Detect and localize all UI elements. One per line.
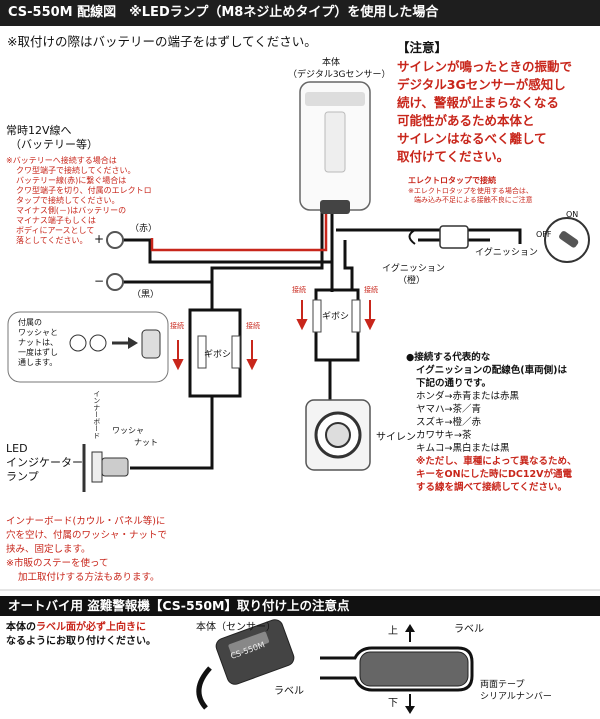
mount-note: インナーボード(カウル・パネル等)に bbox=[6, 516, 166, 527]
plus-terminal-icon bbox=[106, 231, 124, 249]
power-note: ※バッテリーへ接続する場合はクワ型端子で接続してください。バッテリー線(赤)に繋… bbox=[6, 156, 152, 245]
red-wire-label: （赤） bbox=[130, 224, 158, 234]
gibosi-left-label: ギボシ bbox=[204, 350, 232, 360]
color-list-warning: ※ただし、車種によって異なるため、 bbox=[416, 456, 577, 467]
washer-inset bbox=[7, 311, 169, 383]
header-title: CS-550M 配線図 ※LEDランプ（M8ネジ止めタイプ）を使用した場合 bbox=[8, 5, 439, 20]
bottom-unit-label: 本体（センサー） bbox=[196, 622, 276, 633]
power-sublabel: （バッテリー等） bbox=[10, 138, 98, 151]
up-label: 上 bbox=[388, 626, 398, 637]
bottom-label-right: ラベル bbox=[454, 624, 484, 635]
minus-terminal-icon bbox=[106, 273, 124, 291]
inner-board-label: インナーボード bbox=[92, 390, 101, 439]
led-title: ランプ bbox=[6, 470, 39, 483]
header-bar: CS-550M 配線図 ※LEDランプ（M8ネジ止めタイプ）を使用した場合 bbox=[0, 0, 600, 26]
gibosi-left-connectors bbox=[188, 308, 242, 398]
electrotap-title: エレクトロタップで接続 bbox=[408, 176, 496, 185]
caution-line: サイレンが鳴ったときの振動で bbox=[397, 59, 573, 74]
mount-note: 加工取付けする方法もあります。 bbox=[18, 572, 160, 583]
ignition-label: イグニッション bbox=[475, 248, 538, 258]
ignition-wire-color: （橙） bbox=[398, 276, 426, 286]
caution-line: 可能性があるため本体と bbox=[397, 113, 535, 128]
led-lamp-icon bbox=[82, 444, 129, 492]
serial-label: シリアルナンバー bbox=[480, 692, 552, 702]
unit-label: 本体 bbox=[322, 58, 341, 68]
connect-label: 接続 bbox=[246, 322, 260, 330]
washer-note: 付属のワッシャとナットは、一度はずし通します。 bbox=[18, 318, 58, 367]
caution-line: デジタル3Gセンサーが感知し bbox=[397, 77, 566, 92]
down-label: 下 bbox=[388, 698, 398, 709]
color-list-title: ●接続する代表的な bbox=[406, 352, 491, 363]
mount-note: ※市販のステーを使って bbox=[6, 558, 109, 569]
washer-label: ワッシャ bbox=[112, 426, 144, 435]
color-list-warning: する線を調べて接続してください。 bbox=[416, 482, 568, 493]
gibosi-center-connectors bbox=[312, 288, 361, 362]
nut-label: ナット bbox=[134, 438, 158, 447]
connect-label: 接続 bbox=[170, 322, 184, 330]
color-list-item: スズキ→橙／赤 bbox=[416, 417, 481, 428]
key-on-label: ON bbox=[566, 210, 579, 219]
color-list-item: カワサキ→茶 bbox=[416, 430, 472, 441]
electrotap-note: ※エレクトロタップを使用する場合は、 bbox=[408, 187, 533, 195]
battery-notice: ※取付けの際はバッテリーの端子をはずしてください。 bbox=[7, 34, 317, 49]
caution-line: 取付けてください。 bbox=[397, 149, 510, 164]
color-list-title: イグニッションの配線色(車両側)は bbox=[416, 365, 567, 376]
section-title: オートバイ用 盗難警報機【CS-550M】取り付け上の注意点 bbox=[8, 598, 350, 613]
electrotap-note: 端み込み不足による接触不良にご注意 bbox=[414, 196, 533, 204]
black-wire-label: （黒） bbox=[132, 290, 160, 300]
plus-sign: + bbox=[94, 232, 105, 246]
ignition-wire-label: イグニッション bbox=[382, 264, 445, 274]
label-note: 本体のラベル面が必ず上向きに bbox=[6, 622, 146, 633]
mount-note: 挟み、固定します。 bbox=[6, 544, 91, 555]
caution-line: 続け、警報が止まらなくなる bbox=[397, 95, 559, 110]
color-list-item: ホンダ→赤青または赤黒 bbox=[416, 391, 519, 402]
tape-label: 両面テープ bbox=[480, 680, 525, 690]
led-title: LED bbox=[6, 442, 28, 455]
caution-line: サイレンはなるべく離して bbox=[397, 131, 547, 146]
bottom-label: ラベル bbox=[274, 686, 304, 697]
bottom-unit-image bbox=[196, 619, 295, 710]
minus-sign: − bbox=[94, 274, 105, 288]
color-list-warning: キーをONにした時にDC12Vが通電 bbox=[416, 469, 572, 480]
connect-label: 接続 bbox=[364, 286, 378, 294]
electrotap-icon bbox=[439, 225, 469, 249]
siren-label: サイレン bbox=[376, 432, 416, 443]
color-list-item: ヤマハ→茶／青 bbox=[416, 404, 481, 415]
led-title: インジケーター bbox=[6, 456, 83, 469]
siren-box bbox=[305, 399, 371, 471]
mount-note: 穴を空け、付属のワッシャ・ナットで bbox=[6, 530, 168, 541]
key-off-label: OFF bbox=[536, 230, 552, 239]
caution-title: 【注意】 bbox=[397, 40, 448, 55]
connect-label: 接続 bbox=[292, 286, 306, 294]
section-bar: オートバイ用 盗難警報機【CS-550M】取り付け上の注意点 bbox=[0, 596, 600, 616]
color-list-title: 下記の通りです。 bbox=[416, 378, 492, 389]
unit-sublabel: （デジタル3Gセンサー） bbox=[288, 70, 391, 80]
gibosi-center-label: ギボシ bbox=[322, 312, 350, 322]
label-note-line2: なるようにお取り付けください。 bbox=[6, 636, 156, 647]
ignition-key-icon bbox=[544, 217, 590, 263]
power-label: 常時12V線へ bbox=[6, 124, 72, 137]
color-list-item: キムコ→黒白または黒 bbox=[416, 443, 510, 454]
